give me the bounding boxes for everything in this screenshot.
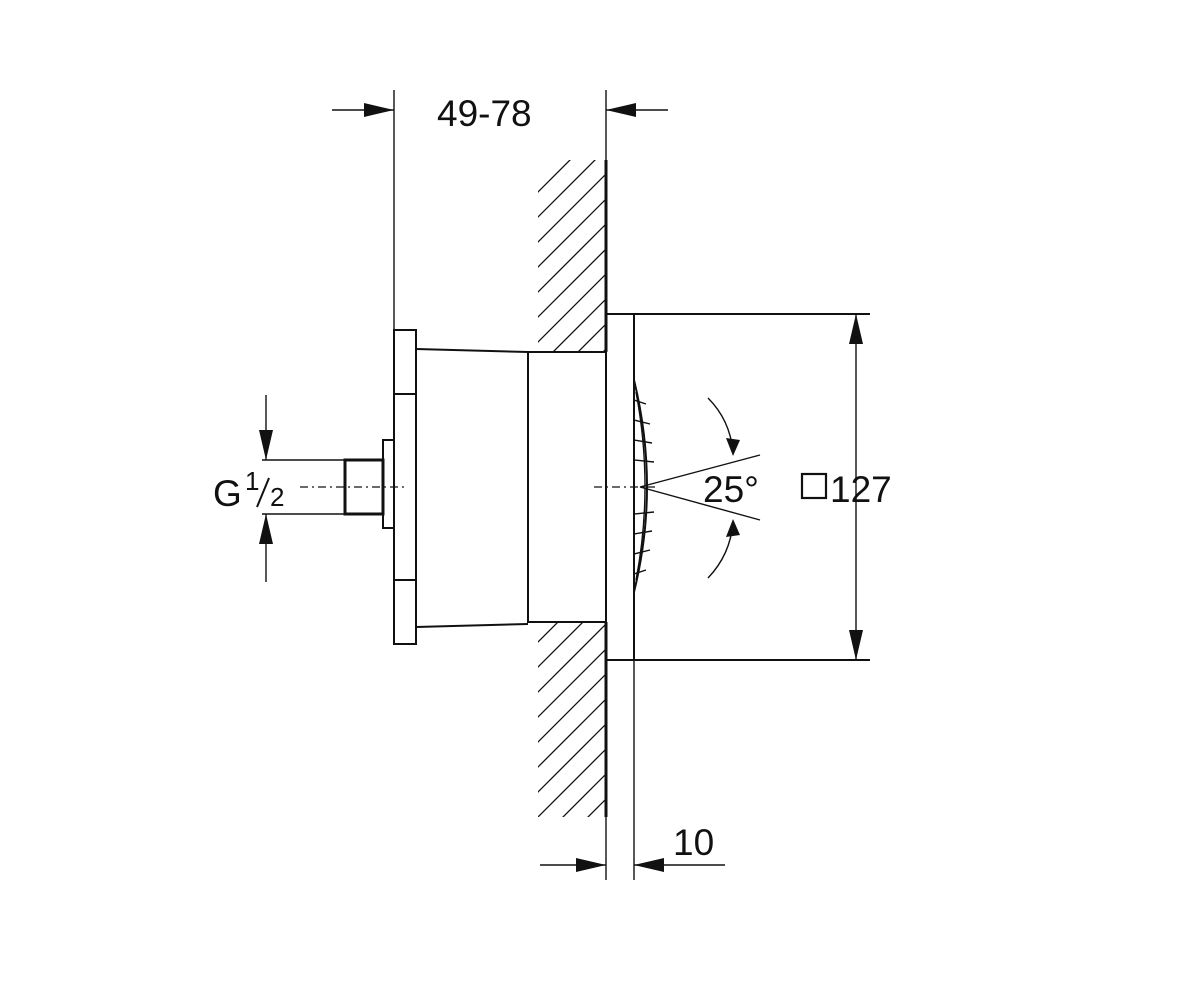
flange-dimension: 10 xyxy=(540,660,725,880)
thread-numerator: 1 xyxy=(245,466,259,496)
nozzle-dome xyxy=(633,379,648,593)
angle-dimension: 25° xyxy=(639,397,761,579)
depth-dimension: 49-78 xyxy=(332,90,668,330)
flange-label: 10 xyxy=(673,822,714,863)
depth-label: 49-78 xyxy=(437,93,532,134)
thread-prefix: G xyxy=(213,473,242,514)
thread-dimension: G 1 2 xyxy=(213,395,345,582)
inlet-fitting xyxy=(300,439,405,529)
nozzle-ribs xyxy=(633,399,655,575)
size-dimension: 127 xyxy=(800,314,892,660)
valve-body xyxy=(393,329,607,645)
size-label: 127 xyxy=(830,469,892,510)
mounting-lug-top xyxy=(393,329,417,395)
mounting-lug-bottom xyxy=(393,579,417,645)
angle-label: 25° xyxy=(703,469,759,510)
fraction-slash xyxy=(256,477,270,508)
wall-hatching-top xyxy=(538,160,606,352)
thread-denominator: 2 xyxy=(270,482,284,512)
shower-head xyxy=(594,313,870,661)
square-outline-icon xyxy=(800,472,828,500)
